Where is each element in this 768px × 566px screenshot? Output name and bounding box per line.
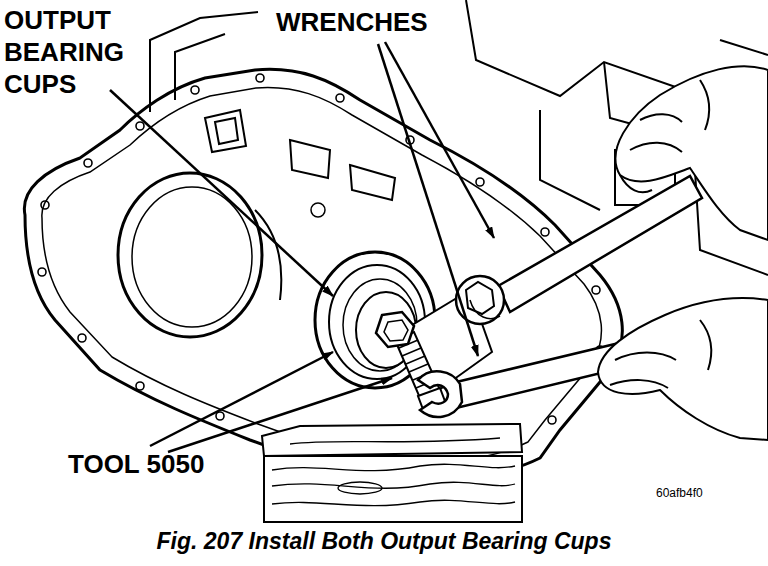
transfer-case-housing [592, 286, 600, 294]
part-label: WRENCHES [276, 6, 466, 38]
tool-5050 [376, 312, 414, 347]
transfer-case-housing [78, 334, 86, 342]
tool-5050 [402, 348, 421, 356]
wood-block [262, 424, 522, 456]
transfer-case-housing [38, 268, 46, 276]
leader-line [378, 44, 478, 356]
transfer-case-housing [132, 187, 252, 327]
wood-block [272, 438, 515, 506]
part-label: TOOL 5050 [68, 448, 238, 480]
transfer-case-housing [548, 416, 556, 424]
transfer-case-housing [118, 173, 262, 337]
hand [620, 175, 652, 192]
transfer-case-housing [290, 140, 330, 178]
leader-line [150, 352, 333, 446]
rear-housing [175, 34, 225, 100]
transfer-case-housing [205, 110, 246, 152]
transfer-case-housing [476, 178, 484, 186]
wrench [456, 176, 702, 324]
hand [630, 143, 682, 152]
transfer-case-housing [541, 228, 549, 236]
hand [616, 66, 768, 240]
hand [700, 80, 709, 130]
transfer-case-housing [191, 86, 199, 94]
transfer-case-housing [215, 118, 238, 144]
wrench [466, 282, 494, 314]
wood-block [272, 500, 515, 505]
transfer-case-housing [350, 165, 395, 200]
wrench [456, 276, 504, 324]
hand [700, 320, 711, 370]
leader-line [168, 378, 392, 452]
transfer-case-housing [255, 210, 281, 300]
transfer-case-housing [84, 159, 92, 167]
tool-5050 [384, 320, 408, 341]
wood-block [262, 424, 522, 522]
wrench [418, 371, 462, 417]
wrench [470, 300, 500, 319]
transfer-case-housing [311, 203, 325, 217]
hand [640, 114, 682, 122]
hand [616, 66, 768, 240]
wood-block [290, 438, 500, 444]
tool-5050 [406, 356, 425, 364]
leader-line [110, 42, 494, 452]
hand [598, 298, 768, 440]
wood-block [338, 482, 382, 494]
rear-housing [150, 12, 258, 112]
transfer-case-housing [41, 201, 49, 209]
transfer-case-housing [336, 94, 344, 102]
bearing-cup [329, 265, 425, 379]
wood-block [272, 464, 515, 470]
hand [615, 353, 676, 361]
rear-housing [540, 110, 600, 210]
figure-caption: Fig. 207 Install Both Output Bearing Cup… [0, 528, 768, 555]
wrench [498, 176, 702, 312]
rear-housing [720, 40, 768, 55]
rear-housing [150, 0, 768, 275]
figure-code: 60afb4f0 [656, 486, 756, 501]
transfer-case-housing [256, 74, 264, 82]
transfer-case-housing [216, 412, 224, 420]
wood-block [272, 482, 515, 488]
transfer-case-housing [136, 122, 144, 130]
leader-line [385, 42, 494, 238]
transfer-case-housing [136, 382, 144, 390]
hand [610, 380, 668, 388]
tool-5050 [409, 364, 428, 372]
part-label: OUTPUT BEARING CUPS [4, 4, 149, 100]
leader-line [110, 90, 333, 296]
hand [598, 298, 768, 440]
wood-block [264, 456, 522, 522]
